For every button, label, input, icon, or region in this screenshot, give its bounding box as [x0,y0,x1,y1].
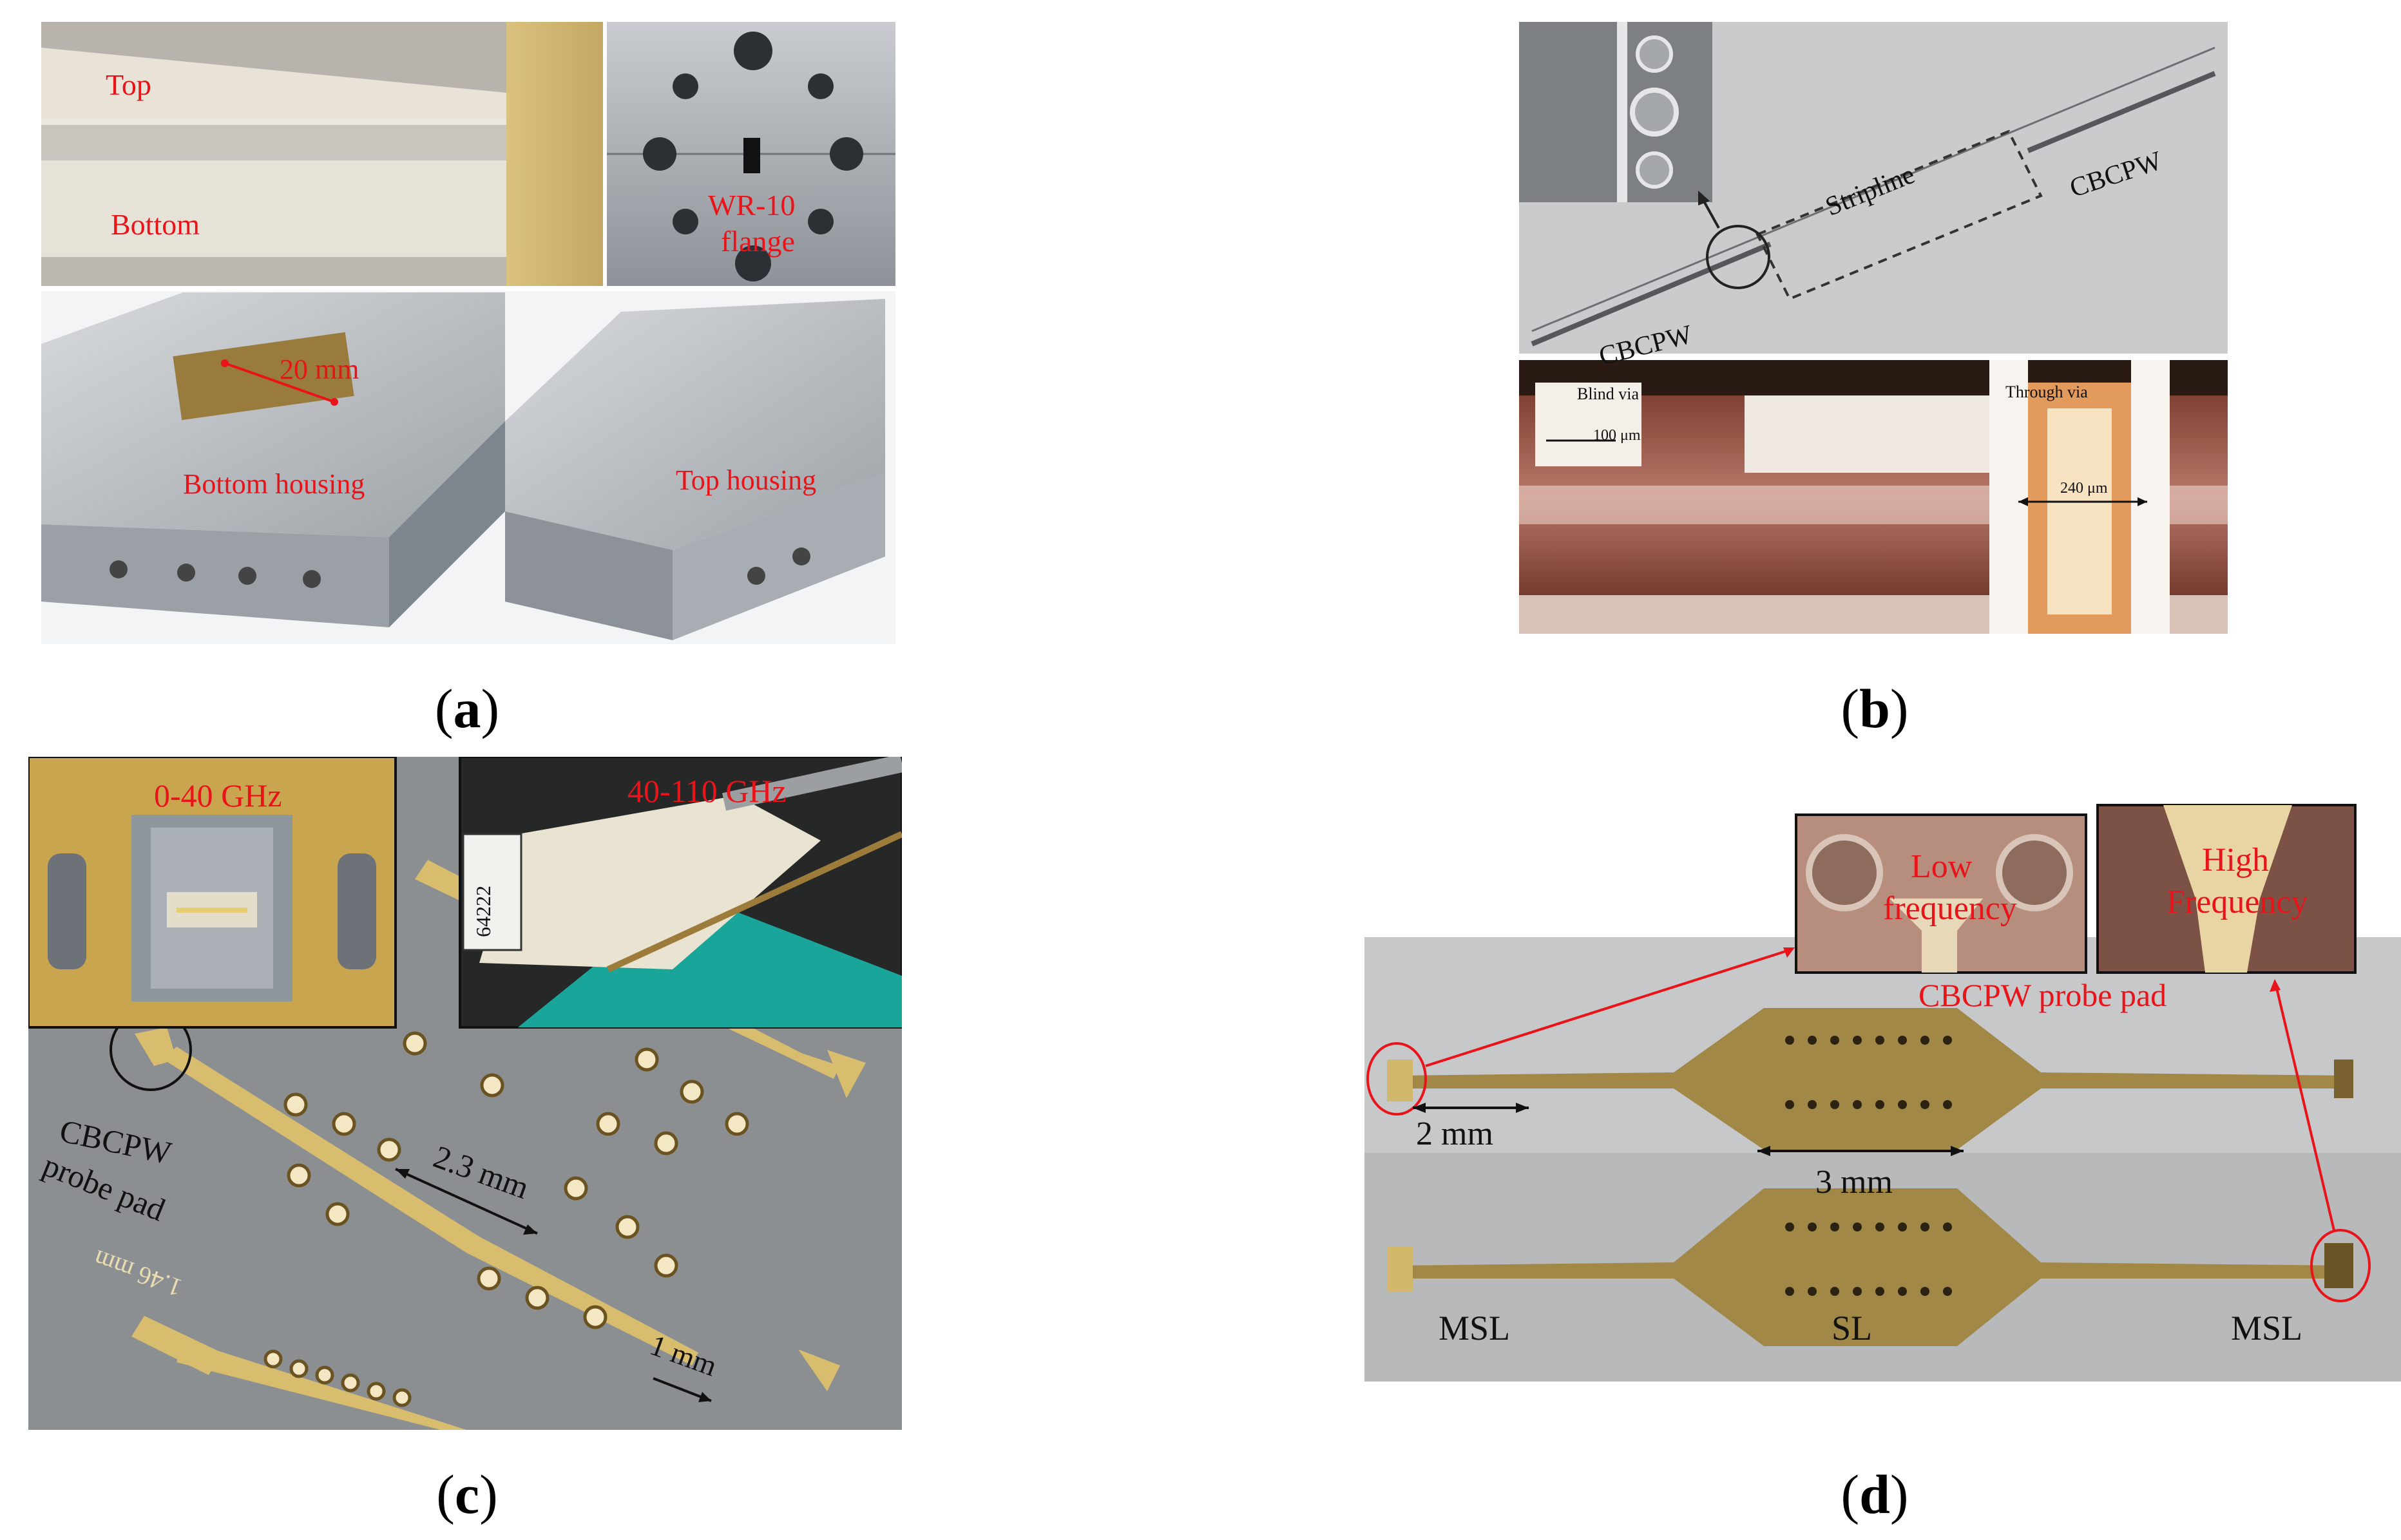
panel-c: 0-40 GHz 40-110 GHz 64222 CBCPW probe pa… [28,757,902,1430]
bottom-substrate-label: Bottom [111,208,200,241]
caption-d: (d) [1841,1463,1909,1525]
dim-3mm-label: 3 mm [1815,1164,1893,1201]
blind-via-dim-label: 100 μm [1593,427,1641,444]
bottom-housing-label: Bottom housing [183,468,365,500]
flange-label-line2: flange [721,225,795,258]
panel-d-photo [1364,804,2401,1382]
inset-40-110ghz-label: 40-110 GHz [627,773,787,809]
flange-label-line1: WR-10 [708,189,796,222]
low-frequency-label-line1: Low [1911,848,1973,885]
caption-c: (c) [436,1463,498,1525]
top-housing-label: Top housing [676,464,817,496]
high-frequency-label-line1: High [2202,842,2269,879]
dim-2mm-label: 2 mm [1416,1116,1493,1152]
panel-d: Low frequency High Frequency CBCPW probe… [1364,802,2401,1382]
panel-c-photo [28,757,902,1430]
panel-b-photo [1519,22,2228,634]
msl-right-label: MSL [2231,1309,2303,1347]
low-frequency-label-line2: frequency [1883,890,2017,927]
panel-b: Stripline CBCPW CBCPW Blind via 100 μm T… [1519,22,2228,634]
cbcpw-probe-pad-label: CBCPW probe pad [1918,977,2167,1013]
inset-0-40ghz-label: 0-40 GHz [154,777,282,813]
caption-b: (b) [1841,678,1909,739]
panel-a: Top Bottom WR-10 flange 20 mm Bottom hou… [41,22,895,644]
dimension-20mm-label: 20 mm [280,354,359,385]
panel-a-photo [41,22,895,644]
top-substrate-label: Top [106,68,151,101]
through-via-dim-label: 240 μm [2060,480,2108,497]
high-frequency-label-line2: Frequency [2167,884,2308,920]
msl-left-label: MSL [1439,1309,1511,1347]
blind-via-label: Blind via [1577,385,1640,403]
sl-center-label: SL [1832,1309,1873,1347]
inset-tag-64222: 64222 [472,886,495,937]
through-via-label: Through via [2005,383,2088,401]
caption-a: (a) [434,678,500,739]
